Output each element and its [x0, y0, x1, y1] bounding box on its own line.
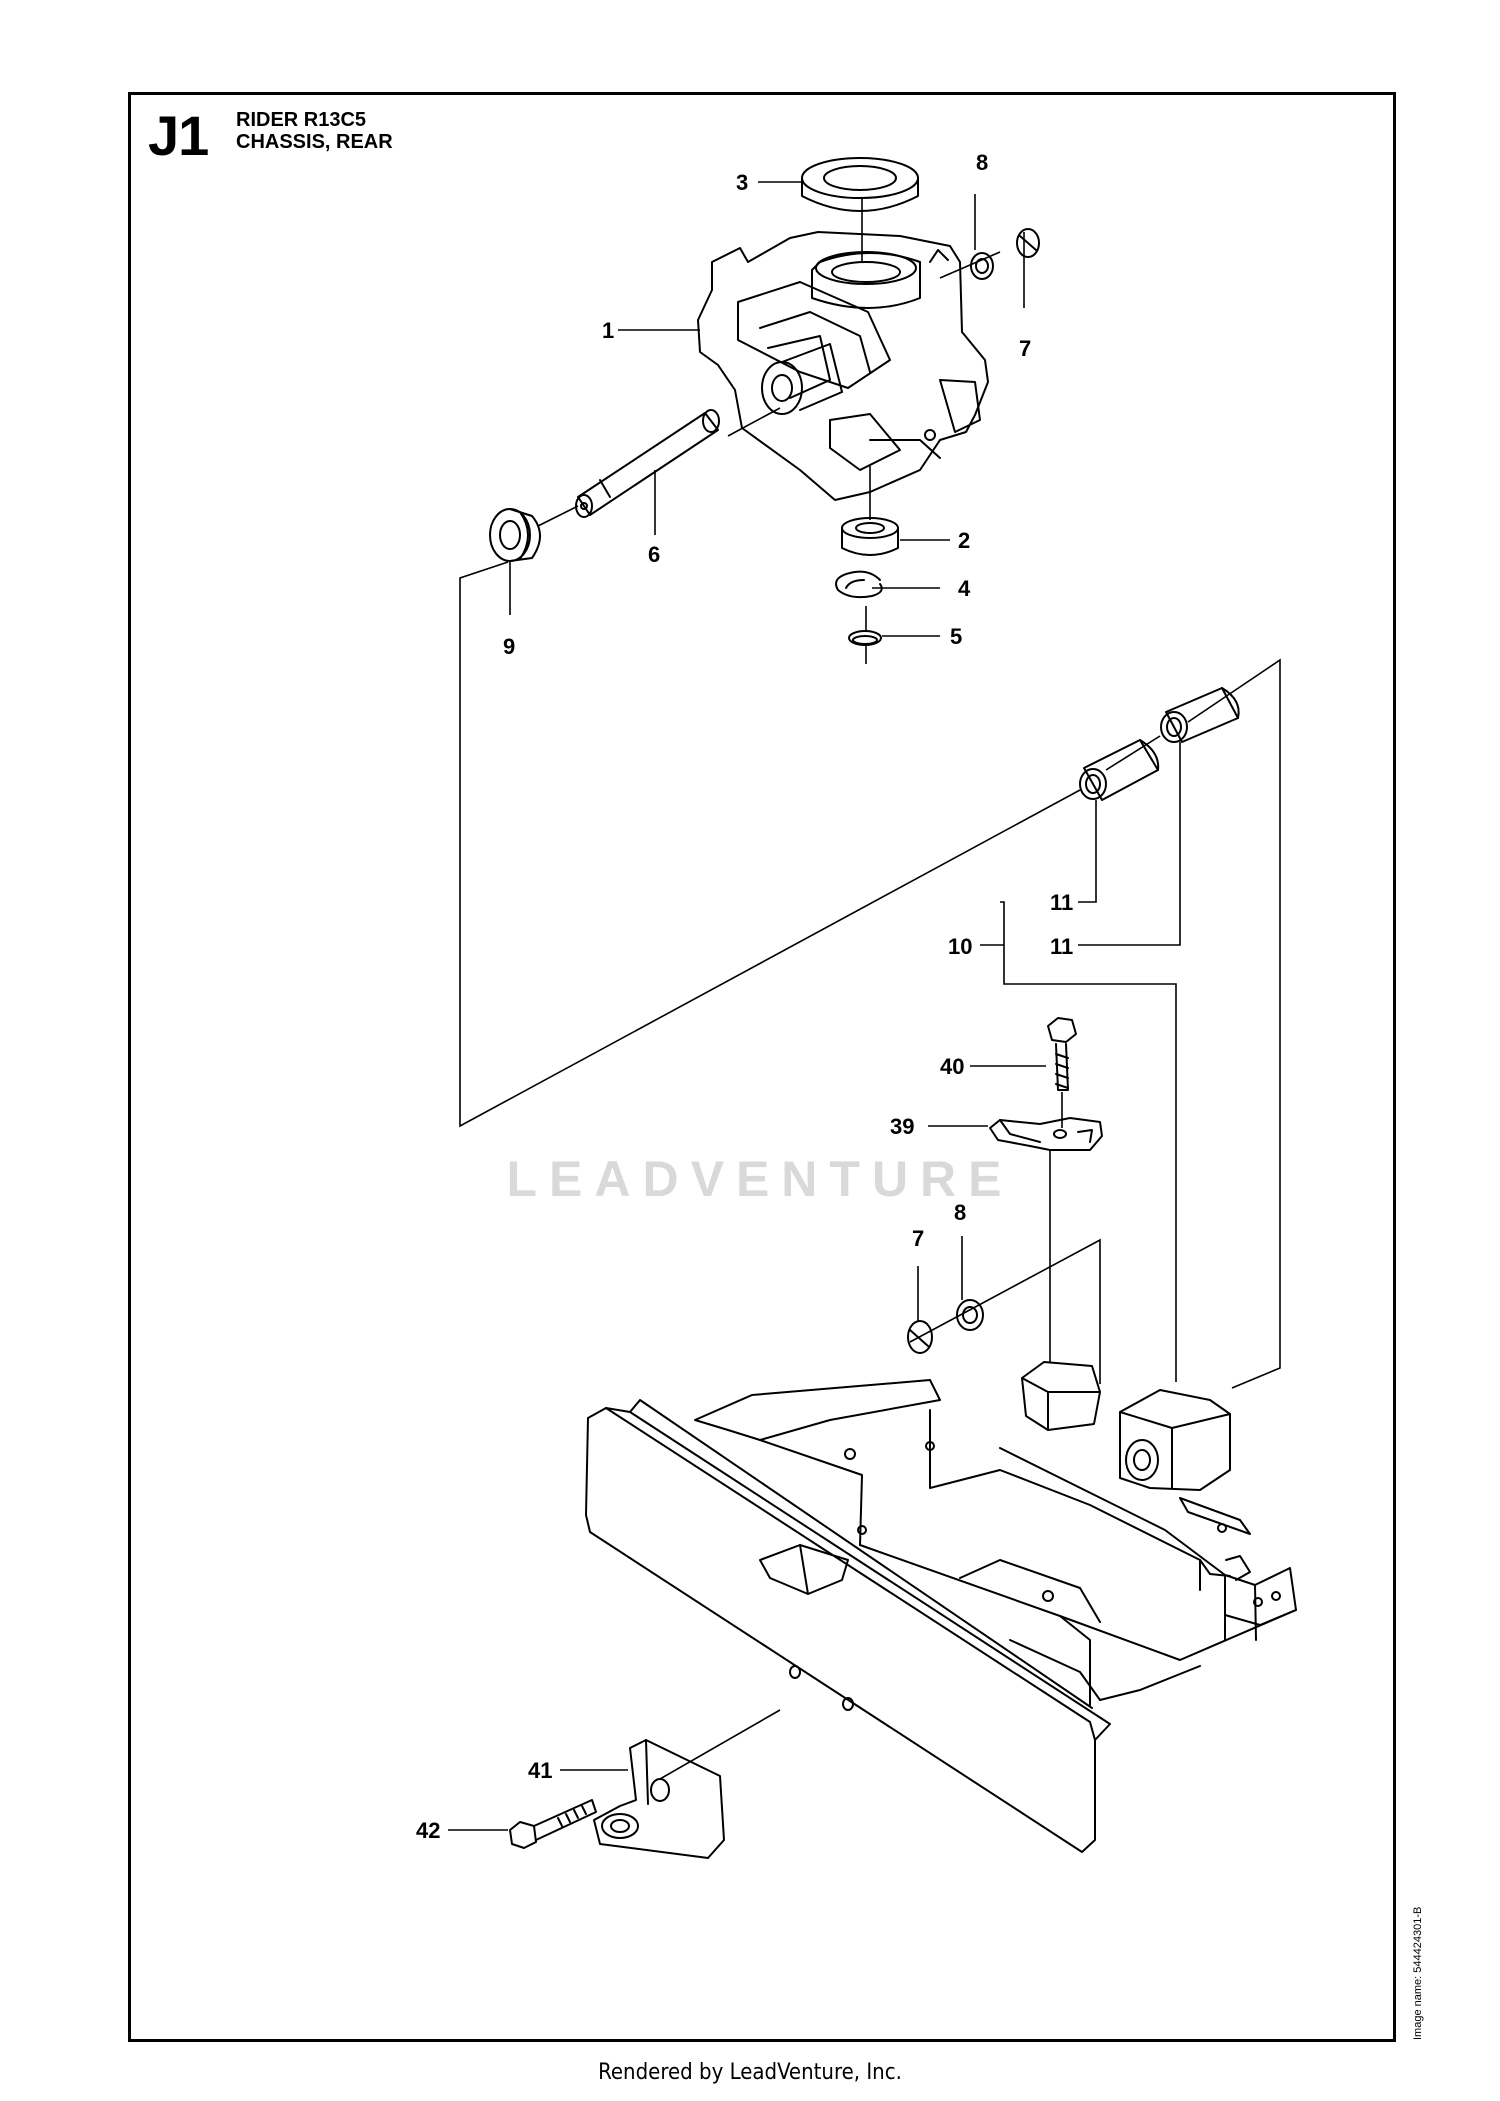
part-bushing-9: [489, 508, 541, 562]
image-name-label: Image name: 544424301-B: [1412, 1906, 1424, 2040]
callout-11-a: 11: [1050, 890, 1073, 915]
part-circlip-7-upper: [1016, 228, 1040, 258]
part-bearing-2: [841, 517, 899, 556]
leader-lines: [448, 181, 1281, 1831]
part-washer-8-lower: [956, 1299, 984, 1331]
callout-8-lower: 8: [954, 1200, 966, 1225]
callout-8-upper: 8: [976, 150, 988, 175]
callout-10: 10: [948, 934, 972, 959]
part-bracket-39: [989, 1117, 1103, 1151]
callout-9: 9: [503, 634, 515, 659]
callout-11-b: 11: [1050, 934, 1073, 959]
footer-credit: Rendered by LeadVenture, Inc.: [598, 2060, 902, 2085]
callout-42: 42: [416, 1818, 440, 1843]
callout-3: 3: [736, 170, 748, 195]
section-code: J1: [148, 104, 209, 167]
part-bolt-42: [509, 1799, 597, 1849]
callout-6: 6: [648, 542, 660, 567]
part-tow-bracket-41: [593, 1739, 725, 1859]
diagram-title-section: CHASSIS, REAR: [236, 131, 393, 153]
callout-1: 1: [602, 318, 614, 343]
part-sleeve-11-b: [1160, 687, 1240, 743]
part-sleeve-11-a: [1079, 739, 1160, 801]
part-snap-ring-4: [835, 570, 883, 599]
part-shaft-6: [575, 409, 720, 518]
drawing-frame: [128, 92, 1396, 2042]
callout-5: 5: [950, 624, 962, 649]
chassis-frame: [585, 1361, 1297, 1853]
part-circlip-5: [848, 630, 882, 646]
callout-labels: 3 8 7 1 6 9 2 4 5 11 11 10 40 39 8 7 41 …: [416, 150, 1073, 1843]
watermark-logo: LEADVENTURE: [506, 1151, 1014, 1207]
callout-40: 40: [940, 1054, 964, 1079]
callout-41: 41: [528, 1758, 552, 1783]
callout-4: 4: [958, 576, 971, 601]
part-bearing-ring-3: [801, 157, 919, 212]
diagram-title-model: RIDER R13C5: [236, 109, 367, 131]
callout-7-upper: 7: [1019, 336, 1031, 361]
part-bolt-40: [1047, 1017, 1077, 1091]
part-housing-1: [697, 231, 989, 501]
callout-2: 2: [958, 528, 970, 553]
callout-7-lower: 7: [912, 1226, 924, 1251]
callout-39: 39: [890, 1114, 914, 1139]
